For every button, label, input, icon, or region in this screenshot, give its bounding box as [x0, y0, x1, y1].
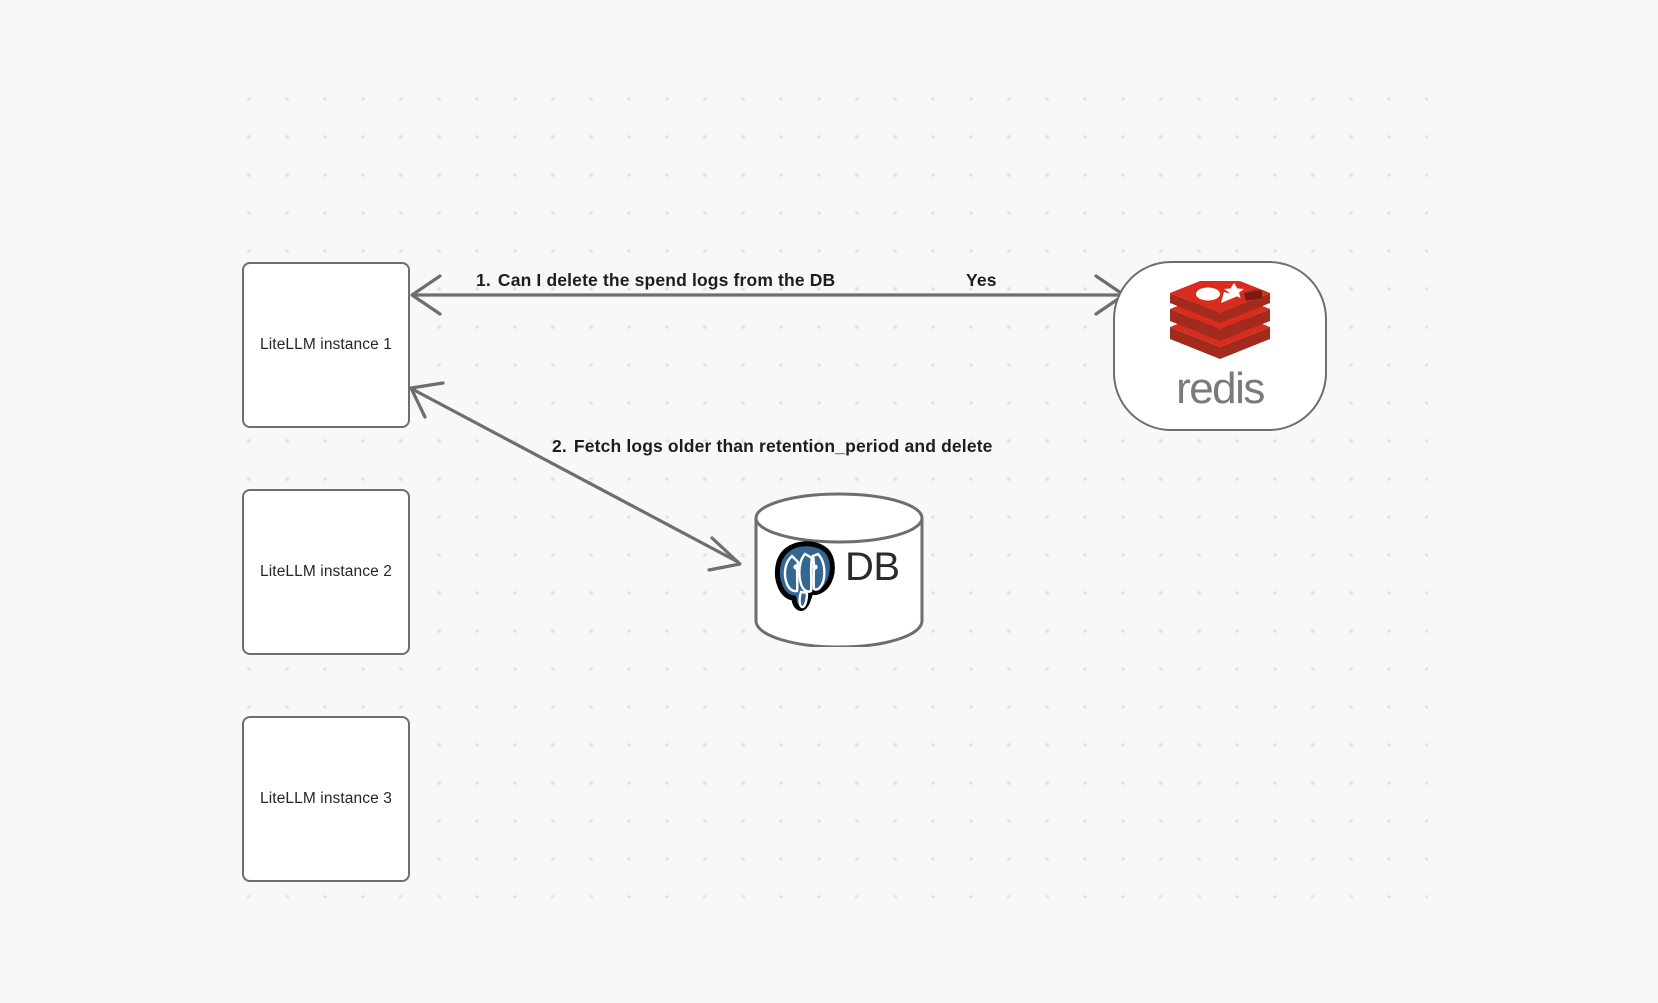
- edge-label-1: 1. Can I delete the spend logs from the D…: [476, 270, 835, 291]
- node-postgres-db[interactable]: DB: [753, 492, 925, 647]
- arrowhead-left-edge1: [410, 274, 442, 316]
- arrowhead-start-edge2: [409, 381, 445, 419]
- edge-label-1-reply: Yes: [966, 270, 997, 290]
- edge-litellm1-db: [409, 381, 742, 572]
- edge-2-number: 2.: [552, 436, 567, 456]
- node-label-litellm-1: LiteLLM instance 1: [260, 336, 392, 353]
- node-redis[interactable]: redis: [1113, 261, 1327, 431]
- node-litellm-instance-3[interactable]: LiteLLM instance 3: [242, 716, 410, 882]
- edge-2-text: Fetch logs older than retention_period a…: [573, 436, 993, 456]
- node-label-litellm-2: LiteLLM instance 2: [260, 563, 392, 580]
- node-label-litellm-3: LiteLLM instance 3: [260, 790, 392, 807]
- node-litellm-instance-2[interactable]: LiteLLM instance 2: [242, 489, 410, 655]
- redis-wordmark: redis: [1176, 364, 1265, 413]
- edge-1-number: 1.: [476, 270, 491, 290]
- db-label: DB: [845, 545, 900, 589]
- node-litellm-instance-1[interactable]: LiteLLM instance 1: [242, 262, 410, 428]
- database-cylinder-icon: [754, 492, 924, 647]
- redis-logo-icon: [1170, 281, 1270, 359]
- edge-1-text: Can I delete the spend logs from the DB: [497, 270, 836, 290]
- postgresql-elephant-icon: [774, 541, 835, 611]
- arrowhead-end-edge2: [707, 536, 742, 572]
- edge-label-2: 2. Fetch logs older than retention_period…: [552, 436, 993, 457]
